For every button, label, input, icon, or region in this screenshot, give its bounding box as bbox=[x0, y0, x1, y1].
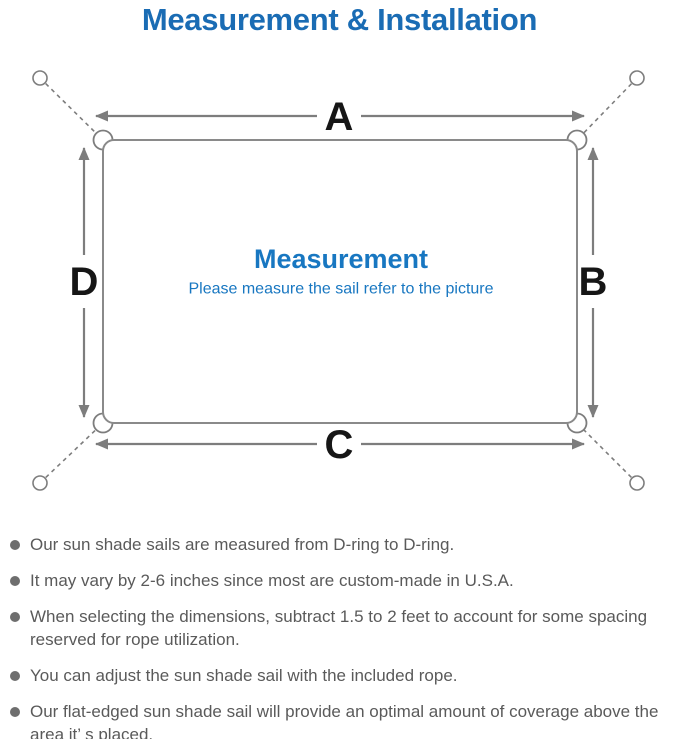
note-text: When selecting the dimensions, subtract … bbox=[30, 607, 648, 649]
list-item: It may vary by 2-6 inches since most are… bbox=[10, 569, 665, 592]
dimension-label-d: D bbox=[70, 260, 99, 304]
list-item: Our sun shade sails are measured from D-… bbox=[10, 533, 665, 556]
attachment-line-top-right bbox=[576, 77, 638, 141]
bullet-icon bbox=[10, 576, 20, 586]
anchor-point-icon-top-left bbox=[32, 70, 48, 86]
diagram-center-subtitle: Please measure the sail refer to the pic… bbox=[188, 281, 493, 298]
note-text: It may vary by 2-6 inches since most are… bbox=[30, 571, 514, 590]
dimension-label-a: A bbox=[325, 95, 354, 139]
sail-outline bbox=[102, 139, 578, 424]
anchor-point-icon-top-right bbox=[629, 70, 645, 86]
bullet-icon bbox=[10, 540, 20, 550]
list-item: You can adjust the sun shade sail with t… bbox=[10, 664, 665, 687]
dimension-label-c: C bbox=[325, 423, 354, 467]
dimension-label-b: B bbox=[579, 260, 608, 304]
attachment-line-bottom-right bbox=[576, 422, 638, 484]
anchor-point-icon-bottom-left bbox=[32, 475, 48, 491]
diagram-center-title: Measurement bbox=[254, 244, 428, 274]
diagram-canvas: A B C D Measurement Please measure the s… bbox=[32, 70, 645, 491]
page-title: Measurement & Installation bbox=[141, 2, 538, 37]
measurement-notes-list: Our sun shade sails are measured from D-… bbox=[0, 524, 679, 739]
bullet-icon bbox=[10, 707, 20, 717]
attachment-line-top-left bbox=[39, 77, 104, 141]
note-text: Our flat-edged sun shade sail will provi… bbox=[30, 702, 659, 739]
list-item: Our flat-edged sun shade sail will provi… bbox=[10, 700, 665, 739]
attachment-line-bottom-left bbox=[39, 422, 104, 484]
note-text: You can adjust the sun shade sail with t… bbox=[30, 666, 458, 685]
bullet-icon bbox=[10, 671, 20, 681]
sail-measurement-diagram: A B C D Measurement Please measure the s… bbox=[32, 70, 645, 491]
note-text: Our sun shade sails are measured from D-… bbox=[30, 535, 455, 554]
anchor-point-icon-bottom-right bbox=[629, 475, 645, 491]
list-item: When selecting the dimensions, subtract … bbox=[10, 605, 665, 651]
bullet-icon bbox=[10, 612, 20, 622]
